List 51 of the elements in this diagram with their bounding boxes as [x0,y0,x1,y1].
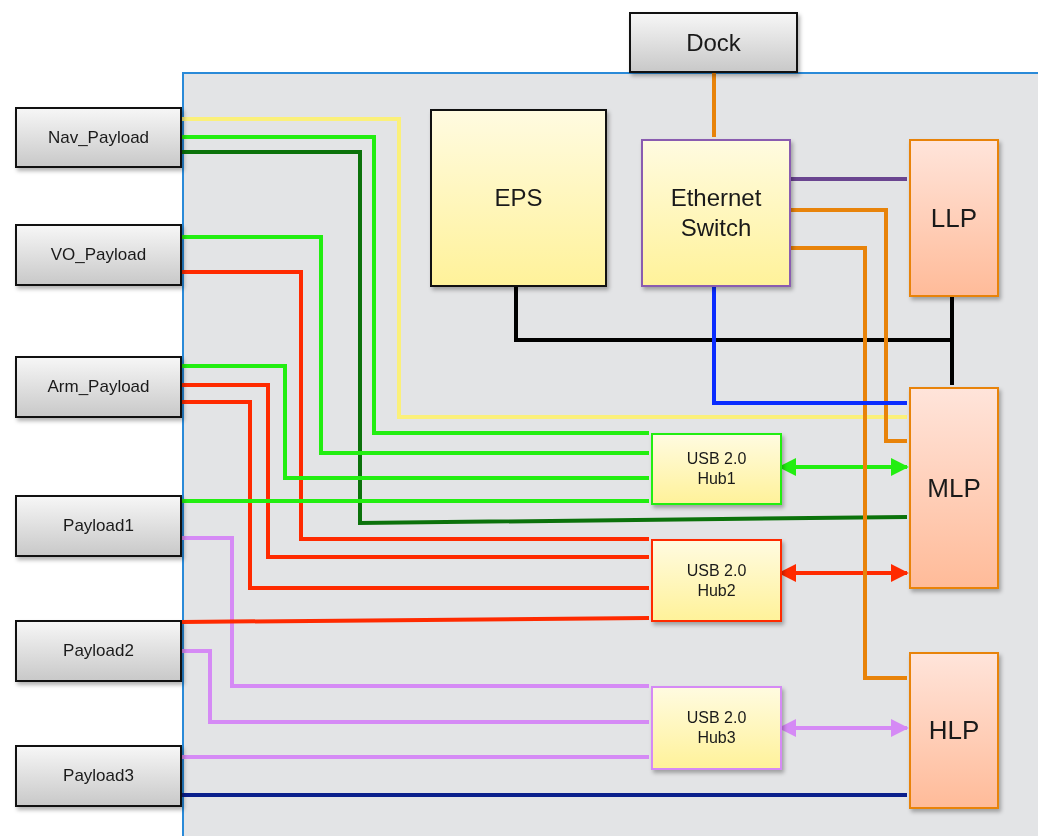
node-label: USB 2.0 Hub2 [685,560,748,601]
connector-line [182,616,649,624]
node-label: Ethernet Switch [669,183,763,243]
module-box [641,139,791,287]
connector-line [789,246,907,680]
connector-line [182,117,907,419]
board-panel [182,72,1038,836]
processor-box [909,387,999,589]
connector-line [182,150,908,526]
connector-line [182,793,907,797]
connector-line [789,208,907,443]
payload-box [15,495,182,557]
connector-line [182,364,649,480]
connector-line [712,285,907,405]
node-label: Payload2 [62,640,135,662]
connector-line [182,235,649,455]
connector-line [182,755,649,759]
connector-line [182,135,649,435]
connector-line [182,383,649,559]
payload-box [15,620,182,682]
payload-box [15,224,182,286]
payload-box [15,107,182,168]
connector-line [789,177,907,181]
node-label: VO_Payload [49,244,148,266]
payload-box [15,356,182,418]
node-label: Arm_Payload [46,376,151,398]
node-label: Payload3 [62,765,135,787]
connector-line [182,270,649,541]
connector-line [712,73,716,137]
module-box [651,539,782,622]
processor-box [909,139,999,297]
module-box [430,109,607,287]
module-box [651,433,782,505]
node-label: Dock [685,27,742,58]
connector-line [182,536,649,688]
connector-line [182,400,649,590]
node-label: HLP [927,714,981,747]
node-label: LLP [929,201,979,235]
processor-box [909,652,999,809]
node-label: Nav_Payload [46,126,151,149]
module-box [651,686,782,770]
connector-line [182,649,649,724]
node-label: USB 2.0 Hub3 [685,708,748,748]
connector-line [182,499,649,503]
node-label: USB 2.0 Hub1 [685,449,748,489]
node-label: EPS [493,183,544,213]
payload-box [15,745,182,807]
payload-box [629,12,798,73]
node-label: MLP [926,471,982,505]
node-label: Payload1 [62,515,135,537]
connector-line [514,285,954,385]
